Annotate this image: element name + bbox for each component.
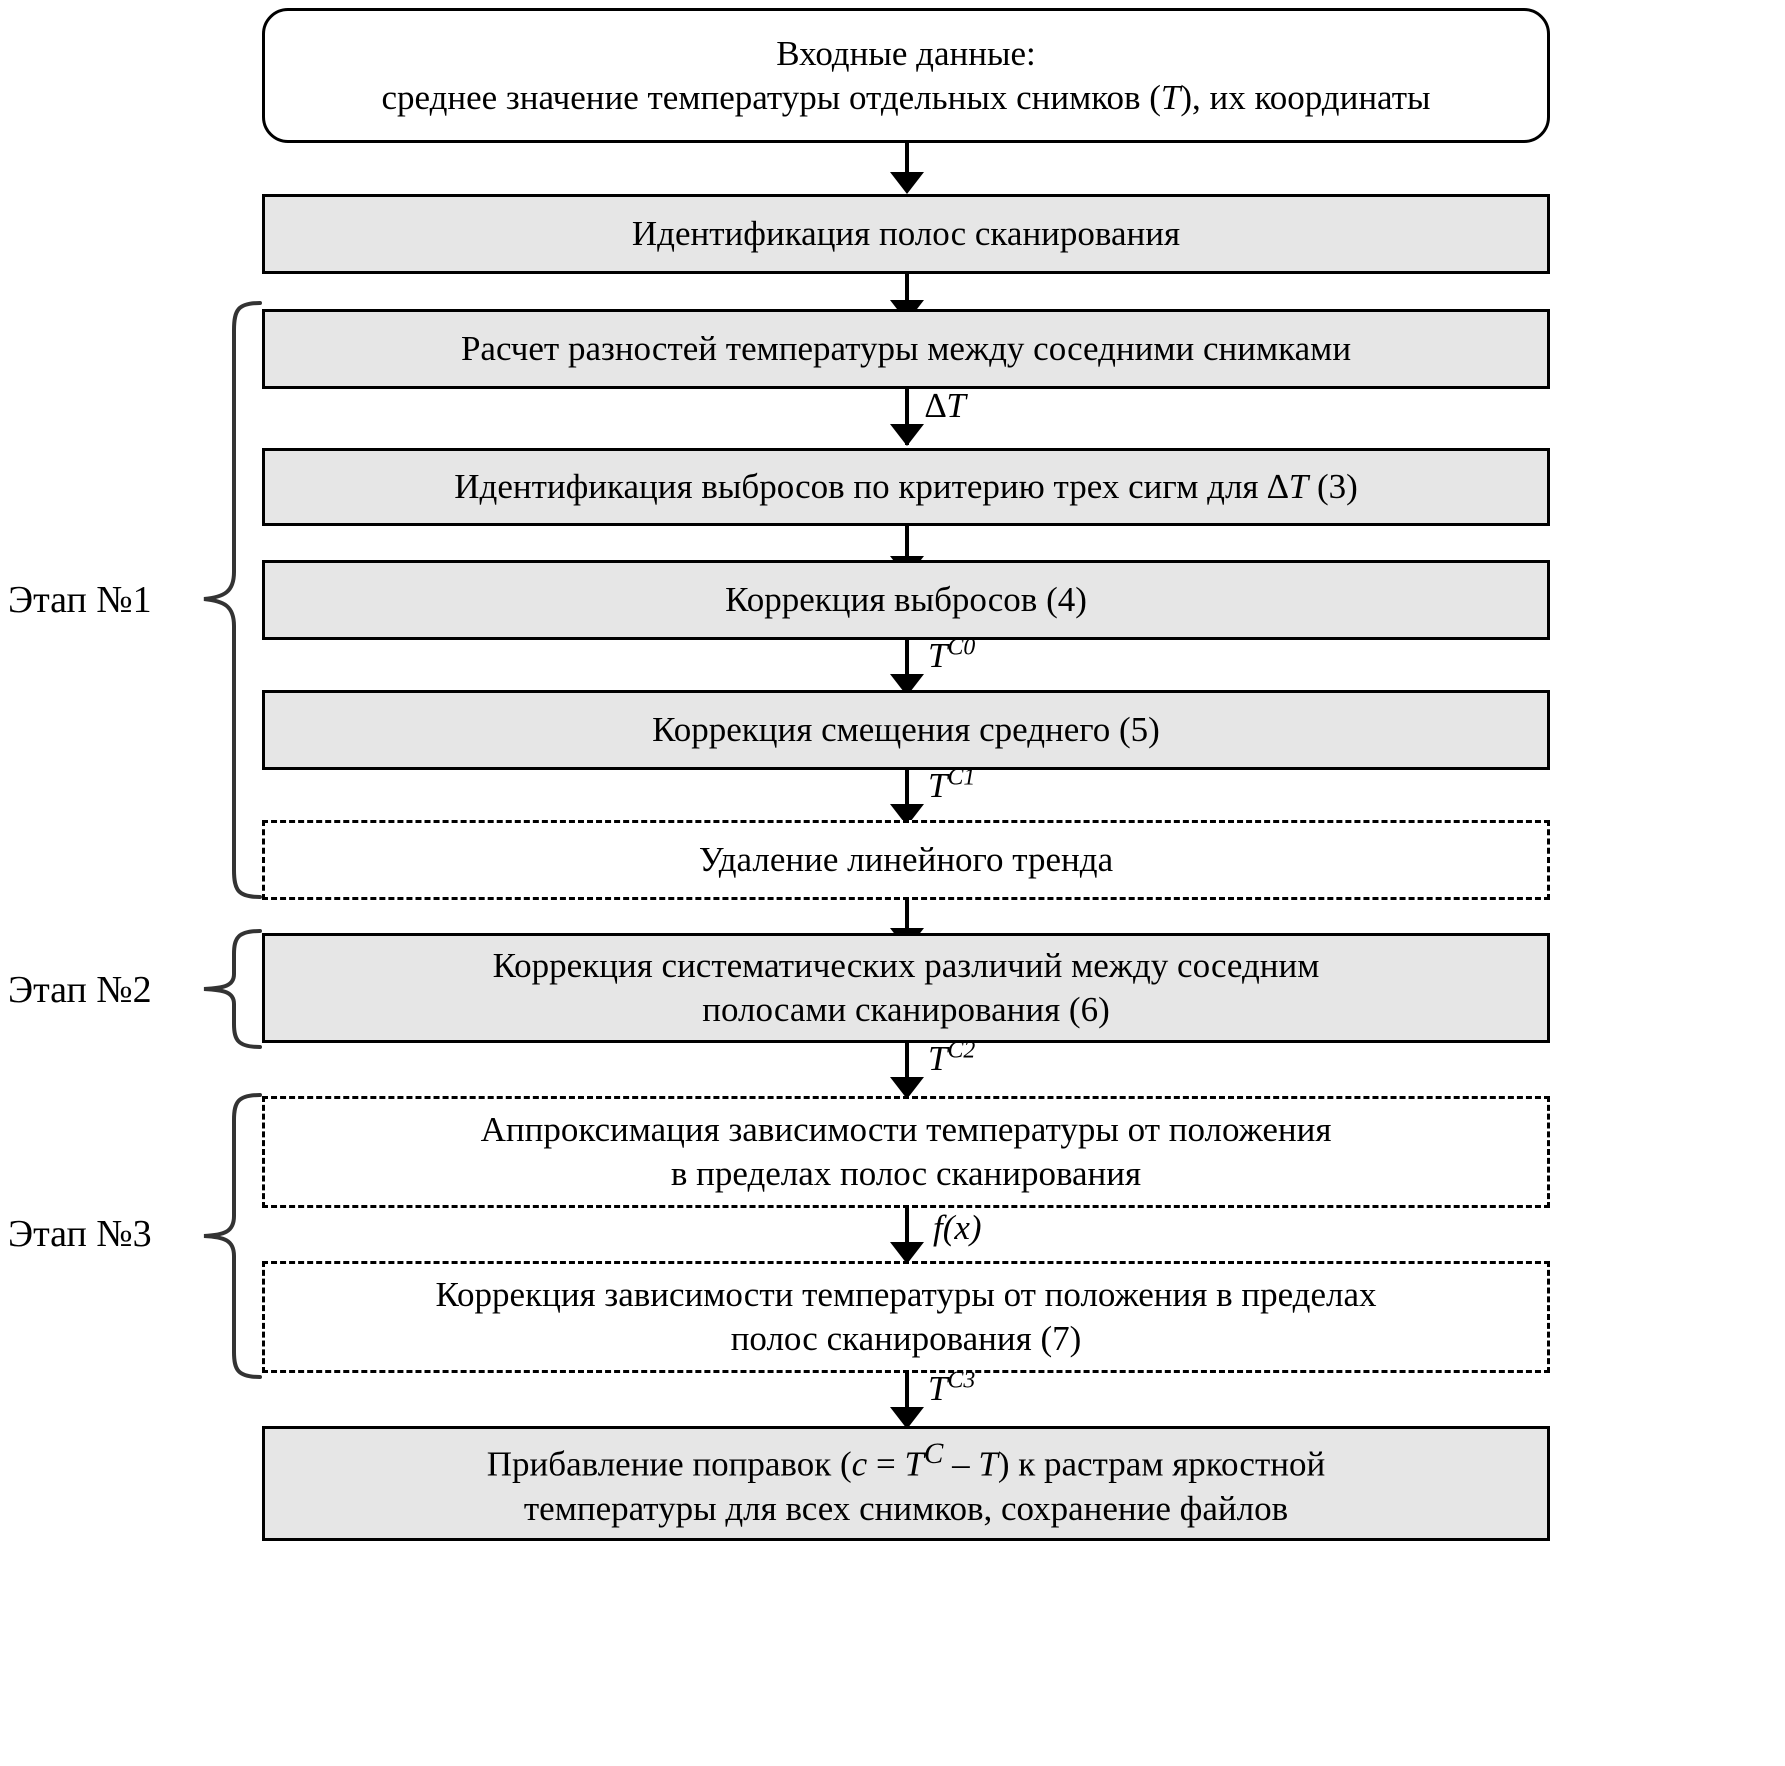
n8-text: Аппроксимация зависимости температуры от… (279, 1108, 1533, 1196)
node-identify-outliers: Идентификация выбросов по критерию трех … (262, 448, 1550, 526)
n10-minus: – (943, 1445, 979, 1485)
stage-label-2-text: Этап №2 (8, 969, 152, 1011)
stage-label-3: Этап №3 (8, 1212, 152, 1256)
stage-label-1: Этап №1 (8, 578, 152, 622)
arrow-n1-to-n2 (905, 274, 909, 318)
node-correct-systematic-differences: Коррекция систематических различий между… (262, 933, 1550, 1043)
edge-label-fx-text: f(x) (933, 1208, 982, 1247)
n7-text: Коррекция систематических различий между… (279, 944, 1533, 1032)
n2-text: Расчет разностей температуры между сосед… (460, 329, 1352, 369)
n10-eq: = (867, 1445, 905, 1485)
edge-label-tc2-base: T (928, 1039, 948, 1078)
edge-label-fx: f(x) (933, 1208, 982, 1248)
arrow-input-to-n1 (905, 143, 909, 187)
n7-line-1: Коррекция систематических различий между… (492, 946, 1320, 986)
n8-line-2: в пределах полос сканирования (670, 1154, 1142, 1193)
node-correct-mean-shift: Коррекция смещения среднего (5) (262, 690, 1550, 770)
n10-line-1b: ) к растрам яркостной (997, 1445, 1326, 1485)
n7-line-2: полосами сканирования (6) (702, 990, 1110, 1029)
input-line-2b: ), их координаты (1180, 77, 1431, 117)
arrowhead-input-to-n1 (890, 172, 924, 194)
node-add-corrections-save: Прибавление поправок (c = TC – T) к раст… (262, 1426, 1550, 1541)
n3-text: Идентификация выбросов по критерию трех … (279, 465, 1533, 509)
edge-label-tc2-sup: C2 (947, 1037, 976, 1064)
n10-c: c (851, 1445, 868, 1485)
n5-text: Коррекция смещения среднего (5) (652, 710, 1160, 750)
arrow-n8-to-n9 (905, 1208, 909, 1264)
edge-label-delta-t-text: ∆T (925, 386, 966, 425)
edge-label-tc2: TC2 (928, 1037, 976, 1079)
node-identify-scan-strips: Идентификация полос сканирования (262, 194, 1550, 274)
arrowhead-n7-to-n8 (890, 1077, 924, 1099)
input-line-1: Входные данные: (776, 33, 1036, 73)
node-input-text: Входные данные: среднее значение темпера… (279, 32, 1533, 120)
edge-label-tc3: TC3 (928, 1367, 976, 1409)
edge-label-tc3-base: T (928, 1369, 948, 1408)
edge-label-tc1: TC1 (928, 764, 976, 806)
n9-line-1: Коррекция зависимости температуры от пол… (435, 1275, 1377, 1315)
edge-label-tc0-base: T (928, 636, 948, 675)
n3-text-a: Идентификация выбросов по критерию трех … (454, 467, 1268, 507)
n9-line-2: полос сканирования (7) (730, 1319, 1082, 1358)
n10-text: Прибавление поправок (c = TC – T) к раст… (279, 1436, 1533, 1530)
node-calc-temp-differences: Расчет разностей температуры между сосед… (262, 309, 1550, 389)
node-correct-temp-position: Коррекция зависимости температуры от пол… (262, 1261, 1550, 1373)
node-correct-outliers: Коррекция выбросов (4) (262, 560, 1550, 640)
n4-text: Коррекция выбросов (4) (725, 580, 1087, 620)
arrow-n3-to-n4 (905, 526, 909, 576)
n10-tc-base: T (904, 1445, 924, 1485)
n10-tc-sup: C (923, 1438, 944, 1471)
edge-label-tc1-base: T (928, 766, 948, 805)
edge-label-tc3-sup: C3 (947, 1367, 976, 1394)
edge-label-tc0-sup: C0 (947, 634, 976, 661)
arrow-n2-to-n3 (905, 389, 909, 445)
node-input-data: Входные данные: среднее значение темпера… (262, 8, 1550, 143)
n9-text: Коррекция зависимости температуры от пол… (279, 1273, 1533, 1361)
arrow-n9-to-n10 (905, 1373, 909, 1429)
stage-3-brace (200, 1092, 262, 1380)
arrow-n4-to-n5 (905, 640, 909, 696)
stage-label-2: Этап №2 (8, 968, 152, 1012)
edge-label-tc0: TC0 (928, 634, 976, 676)
n10-t: T (978, 1445, 998, 1485)
stage-label-3-text: Этап №3 (8, 1213, 152, 1255)
stage-2-brace (200, 928, 262, 1050)
arrow-n7-to-n8 (905, 1043, 909, 1099)
arrow-n6-to-n7 (905, 900, 909, 950)
n3-text-math: ∆T (1267, 467, 1309, 507)
n8-line-1: Аппроксимация зависимости температуры от… (480, 1110, 1332, 1150)
arrowhead-n2-to-n3 (890, 424, 924, 446)
n3-text-tail: (3) (1308, 467, 1358, 507)
n10-line-1a: Прибавление поправок ( (486, 1445, 852, 1485)
edge-label-delta-t: ∆T (925, 386, 966, 426)
stage-1-brace (200, 300, 262, 900)
n6-text: Удаление линейного тренда (698, 840, 1114, 880)
arrow-n5-to-n6 (905, 770, 909, 826)
stage-label-1-text: Этап №1 (8, 579, 152, 621)
n1-text: Идентификация полос сканирования (631, 214, 1181, 254)
node-approximate-temp-position: Аппроксимация зависимости температуры от… (262, 1096, 1550, 1208)
input-line-2-math: T (1160, 77, 1181, 117)
node-remove-linear-trend: Удаление линейного тренда (262, 820, 1550, 900)
n10-line-2: температуры для всех снимков, сохранение… (523, 1488, 1289, 1528)
edge-label-tc1-sup: C1 (947, 764, 976, 791)
arrowhead-n9-to-n10 (890, 1407, 924, 1429)
input-line-2a: среднее значение температуры отдельных с… (381, 77, 1161, 117)
arrowhead-n8-to-n9 (890, 1242, 924, 1264)
